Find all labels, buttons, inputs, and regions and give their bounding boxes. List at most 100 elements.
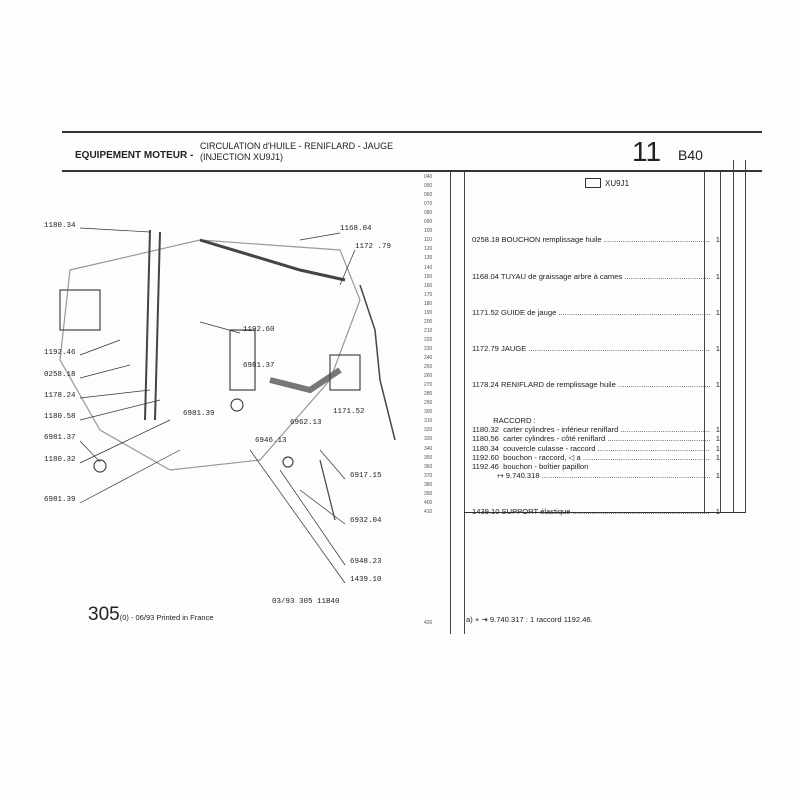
callout: 1180.34 bbox=[44, 222, 76, 230]
top-rule bbox=[62, 131, 762, 133]
line-number: 190 bbox=[424, 309, 433, 316]
part-row: 1172.79 JAUGE 1 bbox=[472, 344, 720, 353]
part-row: 0258.18 BOUCHON remplissage huile 1 bbox=[472, 235, 720, 244]
part-row: 1178.24 RENIFLARD de remplissage huile 1 bbox=[472, 380, 720, 389]
callout: 1192.46 bbox=[44, 349, 76, 357]
line-number: 280 bbox=[424, 391, 433, 398]
part-quantity: 1 bbox=[715, 434, 720, 444]
engine-diagram bbox=[59, 227, 396, 584]
part-row: 1180.34 couvercle culasse - raccord 1 bbox=[472, 444, 720, 453]
line-number: 390 bbox=[424, 490, 433, 497]
part-quantity bbox=[710, 416, 720, 425]
line-number: 160 bbox=[424, 282, 433, 289]
callout: 0258.18 bbox=[44, 371, 76, 379]
part-description: 0258.18 BOUCHON remplissage huile bbox=[472, 235, 710, 244]
column-divider bbox=[745, 160, 746, 512]
part-row: 1180.32 carter cylindres - inférieur ren… bbox=[472, 425, 720, 434]
line-number: 130 bbox=[424, 255, 433, 262]
part-quantity: 1 bbox=[715, 443, 720, 453]
line-number: 360 bbox=[424, 463, 433, 470]
line-number: 420 bbox=[424, 620, 433, 626]
engine-icon bbox=[585, 178, 601, 188]
section-title: EQUIPEMENT MOTEUR - bbox=[75, 150, 194, 161]
part-row: ↦ 9.740.3181 bbox=[472, 471, 720, 480]
line-number: 110 bbox=[424, 237, 432, 244]
line-number: 140 bbox=[424, 264, 433, 271]
callout: 6932.04 bbox=[350, 517, 382, 525]
reference-code: 03/93 305 11B40 bbox=[272, 598, 340, 606]
line-number: 050 bbox=[424, 183, 433, 190]
line-number: 270 bbox=[424, 382, 433, 389]
line-number: 330 bbox=[424, 436, 433, 443]
line-number: 340 bbox=[424, 445, 433, 452]
callout: 1178.24 bbox=[44, 392, 76, 400]
part-description: 1439.10 SUPPORT élastique bbox=[472, 507, 710, 516]
part-description: 1172.79 JAUGE bbox=[472, 344, 710, 353]
line-number: 060 bbox=[424, 192, 433, 199]
part-quantity: 1 bbox=[715, 271, 720, 281]
footer-model: 305(0) - 06/93 Printed in France bbox=[88, 604, 214, 626]
part-quantity: 1 bbox=[715, 506, 720, 516]
column-divider bbox=[450, 172, 451, 634]
column-divider bbox=[464, 172, 465, 634]
line-number: 380 bbox=[424, 481, 433, 488]
engine-code: XU9J1 bbox=[605, 178, 630, 188]
part-row: 1180.56 carter cylindres - côté reniflar… bbox=[472, 434, 720, 443]
part-description: 1192.46 bouchon - boîtier papillon bbox=[472, 461, 589, 471]
part-quantity: 1 bbox=[715, 452, 720, 462]
callout: 6946.13 bbox=[255, 437, 287, 445]
line-number: 070 bbox=[424, 201, 433, 208]
line-number: 320 bbox=[424, 427, 433, 434]
callout: 6981.37 bbox=[44, 434, 76, 442]
line-number: 120 bbox=[424, 246, 433, 253]
callout: 1168.04 bbox=[340, 225, 372, 233]
part-quantity: 1 bbox=[715, 470, 720, 480]
callout: 1171.52 bbox=[333, 408, 365, 416]
line-number: 170 bbox=[424, 291, 433, 298]
callout: 1192.60 bbox=[243, 326, 275, 334]
line-number: 200 bbox=[424, 318, 433, 325]
line-number: 100 bbox=[424, 228, 433, 235]
line-number: 040 bbox=[424, 174, 433, 180]
part-quantity: 1 bbox=[715, 307, 720, 317]
callout: 6917.15 bbox=[350, 472, 382, 480]
callout: 1172 .79 bbox=[355, 243, 392, 251]
line-number: 220 bbox=[424, 336, 433, 343]
section-subtitle: CIRCULATION d'HUILE - RENIFLARD - JAUGE(… bbox=[200, 141, 393, 163]
part-description: 1171.52 GUIDE de jauge bbox=[472, 308, 710, 317]
column-divider bbox=[720, 172, 721, 512]
header-rule bbox=[62, 170, 762, 172]
part-quantity: 1 bbox=[715, 425, 720, 435]
part-row: 1439.10 SUPPORT élastique 1 bbox=[472, 507, 720, 516]
part-quantity: 1 bbox=[715, 380, 720, 390]
subtitle-line-1: CIRCULATION d'HUILE - RENIFLARD - JAUGE bbox=[200, 141, 394, 151]
part-row: 1192.46 bouchon - boîtier papillon bbox=[472, 462, 720, 471]
footnote: a) + ⇥ 9.740.317 : 1 raccord 1192.46. bbox=[466, 615, 593, 624]
callout: 1180.32 bbox=[44, 456, 76, 464]
line-number: 350 bbox=[424, 454, 433, 461]
part-description: 1168.04 TUYAU de graissage arbre à cames bbox=[472, 272, 710, 281]
column-divider bbox=[733, 160, 734, 512]
callout: 6962.13 bbox=[290, 419, 322, 427]
part-description: 1178.24 RENIFLARD de remplissage huile bbox=[472, 380, 710, 389]
line-number: 410 bbox=[424, 508, 433, 515]
part-quantity bbox=[710, 462, 720, 471]
part-row: 1171.52 GUIDE de jauge 1 bbox=[472, 308, 720, 317]
line-number: 180 bbox=[424, 300, 433, 307]
part-description: 1192.60 bouchon - raccord, ◁ a bbox=[472, 453, 710, 462]
line-number: 150 bbox=[424, 273, 433, 280]
part-quantity: 1 bbox=[715, 343, 720, 353]
column-divider bbox=[704, 172, 705, 512]
page-code: B40 bbox=[678, 147, 703, 163]
part-description: RACCORD : bbox=[472, 416, 536, 426]
part-description: 1180.34 couvercle culasse - raccord bbox=[472, 444, 710, 453]
print-info: (0) - 06/93 Printed in France bbox=[119, 613, 214, 622]
part-row: 1192.60 bouchon - raccord, ◁ a 1 bbox=[472, 453, 720, 462]
line-number: 310 bbox=[424, 418, 433, 425]
part-quantity: 1 bbox=[715, 235, 720, 245]
model-number: 305 bbox=[88, 604, 120, 625]
callout: 6981.37 bbox=[243, 362, 275, 370]
callout: 6948.23 bbox=[350, 558, 382, 566]
part-row: 1168.04 TUYAU de graissage arbre à cames… bbox=[472, 272, 720, 281]
